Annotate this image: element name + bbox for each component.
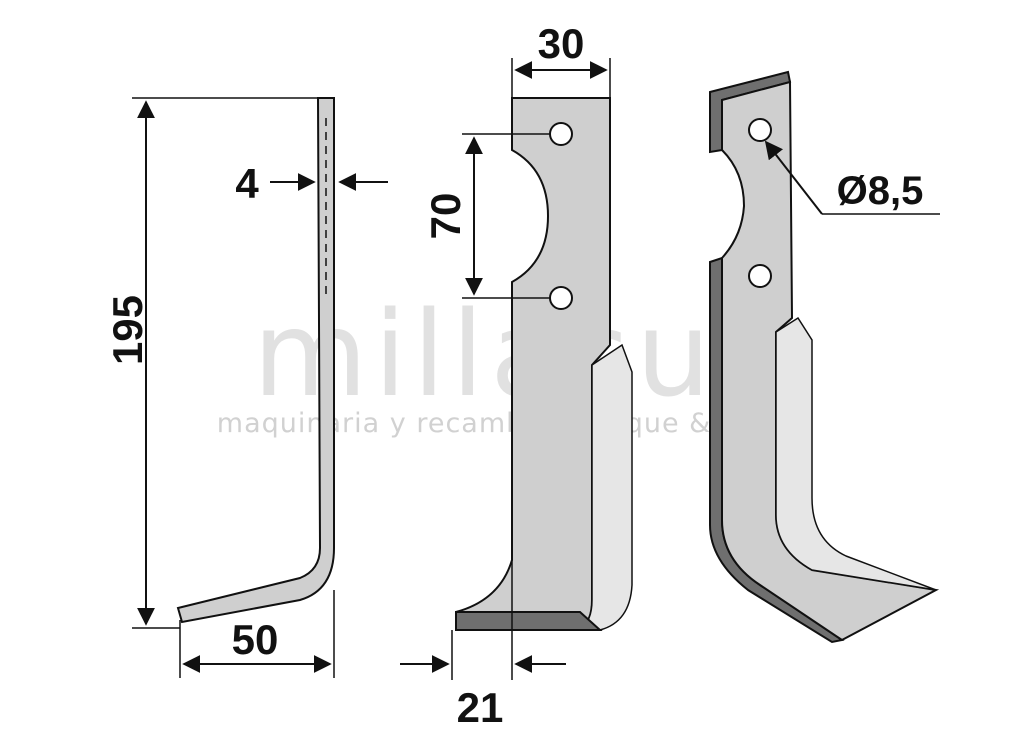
height-dimension-label: 195 [104, 295, 151, 365]
hole-diameter-leader [764, 140, 823, 215]
thickness-dimension-label: 4 [235, 160, 259, 207]
perspective-bevel [775, 316, 937, 591]
front-bottom-hole [549, 286, 573, 310]
top-width-dimension-label: 30 [538, 20, 585, 67]
watermark-tagline: maquinaria y recambios bosque & jardín [217, 408, 803, 439]
watermark-brand: millasur [253, 285, 771, 423]
hole-spacing-dimension-label: 70 [422, 193, 469, 240]
side-view: 195 4 50 [104, 97, 388, 678]
edge-offset-dimension-label: 21 [457, 684, 504, 731]
perspective-view: Ø8,5 [709, 70, 940, 644]
perspective-bottom-hole [748, 264, 772, 288]
front-view: 30 70 21 [400, 20, 633, 731]
blade-side-profile [176, 97, 335, 624]
bottom-width-dimension-label: 50 [232, 616, 279, 663]
hole-diameter-label: Ø8,5 [837, 169, 924, 213]
perspective-top-hole [748, 118, 772, 142]
front-top-hole [549, 122, 573, 146]
watermark: millasur maquinaria y recambios bosque &… [217, 285, 803, 439]
blade-front-edge [455, 611, 603, 631]
